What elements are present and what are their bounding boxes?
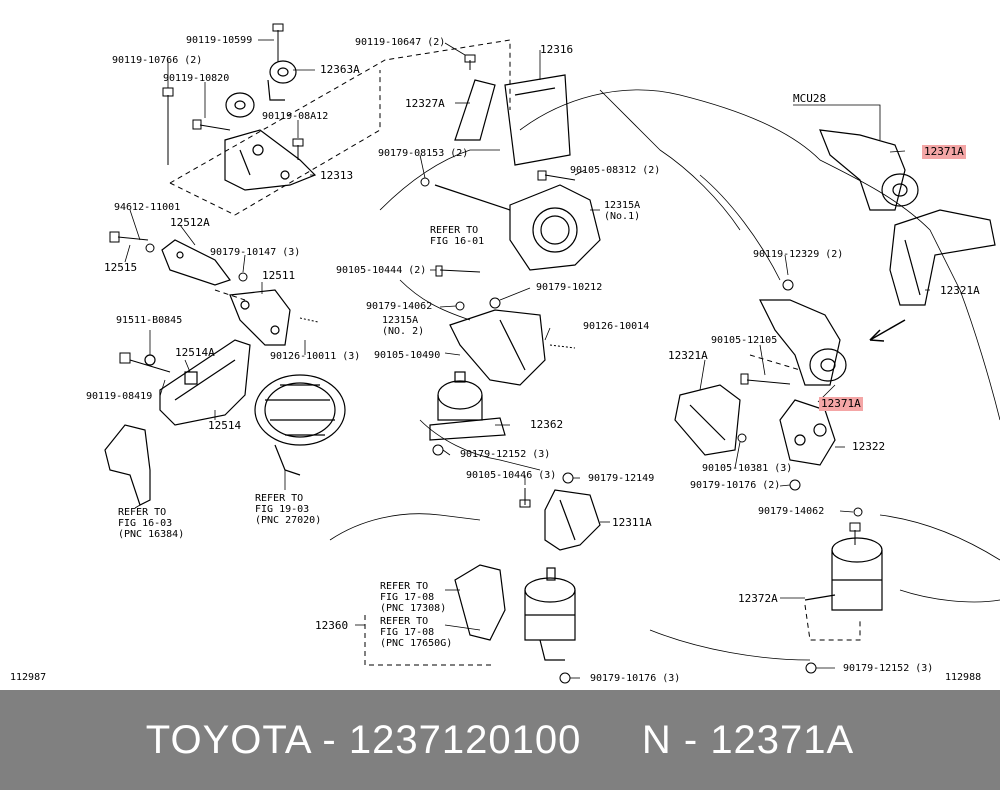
label-90179-08153: 90179-08153 (2) <box>378 148 469 159</box>
figure-id-right: 112988 <box>945 672 982 683</box>
label-94612-11001: 94612-11001 <box>114 202 181 213</box>
label-90105-10490: 90105-10490 <box>374 350 441 361</box>
label-12511: 12511 <box>262 269 296 282</box>
bolts <box>109 23 861 545</box>
label-90119-12329: 90119-12329 (2) <box>753 249 844 260</box>
label-refer-fig19-03: REFER TO FIG 19-03 (PNC 27020) <box>255 493 322 526</box>
mount-12360 <box>454 564 576 661</box>
label-12322: 12322 <box>852 440 886 453</box>
label-12360: 12360 <box>315 619 349 632</box>
bracket-12512A <box>161 239 231 286</box>
label-90105-10444: 90105-10444 (2) <box>336 265 427 276</box>
label-12514: 12514 <box>208 419 242 432</box>
label-12315A-no1: 12315A (No.1) <box>604 200 641 222</box>
alternator <box>254 374 346 476</box>
label-90105-10446: 90105-10446 (3) <box>466 470 557 481</box>
bracket-12321A-right <box>889 209 996 306</box>
label-90126-10014: 90126-10014 <box>583 321 650 332</box>
label-12371A-mid: 12371A <box>819 397 863 411</box>
mount-12362 <box>429 371 506 441</box>
label-90119-08419: 90119-08419 <box>86 391 153 402</box>
label-90179-12152-a: 90179-12152 (3) <box>460 449 551 460</box>
bracket-12313 <box>224 129 317 191</box>
bushing-12363A <box>225 60 297 118</box>
bracket-12311A <box>544 489 601 551</box>
label-12514A: 12514A <box>175 346 215 359</box>
label-90105-12105: 90105-12105 <box>711 335 778 346</box>
label-90119-10820: 90119-10820 <box>163 73 230 84</box>
label-12315A-no2: 12315A (NO. 2) <box>382 315 425 337</box>
label-90179-12149: 90179-12149 <box>588 473 655 484</box>
label-12362: 12362 <box>530 418 564 431</box>
label-12371A-top: 12371A <box>922 145 966 159</box>
engine-outline <box>329 89 1000 661</box>
label-12372A: 12372A <box>738 592 778 605</box>
stay-12327A <box>454 79 496 141</box>
label-12321A-left: 12321A <box>668 349 708 362</box>
label-90105-08312: 90105-08312 (2) <box>570 165 661 176</box>
bracket-12322 <box>779 399 836 466</box>
label-91511-B0845: 91511-B0845 <box>116 315 183 326</box>
bracket-12315A-no1 <box>434 184 601 271</box>
label-12327A: 12327A <box>405 97 445 110</box>
bracket-12321A-left <box>674 384 741 456</box>
footer-banner: TOYOTA - 1237120100 N - 12371A <box>0 690 1000 790</box>
label-90179-10212: 90179-10212 <box>536 282 603 293</box>
label-12313: 12313 <box>320 169 354 182</box>
bracket-12315A-no2 <box>449 309 546 386</box>
label-90119-08A12: 90119-08A12 <box>262 111 329 122</box>
label-90105-10381: 90105-10381 (3) <box>702 463 793 474</box>
arrow <box>869 319 906 342</box>
label-12311A: 12311A <box>612 516 652 529</box>
label-12316: 12316 <box>540 43 574 56</box>
label-90179-12152-b: 90179-12152 (3) <box>843 663 934 674</box>
label-90126-10011: 90126-10011 (3) <box>270 351 361 362</box>
label-90179-10147: 90179-10147 (3) <box>210 247 301 258</box>
leader-lines <box>124 39 930 679</box>
label-90119-10599: 90119-10599 <box>186 35 253 46</box>
label-90179-14062-b: 90179-14062 <box>758 506 825 517</box>
bracket-12511 <box>229 289 291 346</box>
label-refer-fig16-03: REFER TO FIG 16-03 (PNC 16384) <box>118 507 185 540</box>
label-refer-fig16-01: REFER TO FIG 16-01 <box>430 225 485 247</box>
group-outlines <box>169 39 861 666</box>
bracket-lower-left <box>104 424 151 506</box>
label-12515: 12515 <box>104 261 138 274</box>
label-90179-10176-a: 90179-10176 (3) <box>590 673 681 684</box>
diagram-drawing <box>104 23 1000 684</box>
label-12512A: 12512A <box>170 216 210 229</box>
label-mcu28: MCU28 <box>793 92 827 105</box>
label-90119-10766: 90119-10766 (2) <box>112 55 203 66</box>
mount-12371A-top <box>819 129 919 211</box>
label-12363A: 12363A <box>320 63 360 76</box>
label-90179-10176-b: 90179-10176 (2) <box>690 480 781 491</box>
label-12321A-right: 12321A <box>940 284 980 297</box>
label-refer-fig17-08-a: REFER TO FIG 17-08 (PNC 17308) <box>380 581 447 614</box>
mount-12372A <box>804 537 883 611</box>
parts-diagram: 90119-10599 90119-10766 (2) 90119-10820 … <box>10 23 1000 684</box>
part-number-caption: TOYOTA - 1237120100 N - 12371A <box>145 718 855 762</box>
mount-12371A-mid <box>759 299 847 386</box>
label-refer-fig17-08-b: REFER TO FIG 17-08 (PNC 17650G) <box>380 616 453 649</box>
figure-id-left: 112987 <box>10 672 47 683</box>
label-90119-10647: 90119-10647 (2) <box>355 37 446 48</box>
label-90179-14062-a: 90179-14062 <box>366 301 433 312</box>
plate-12316 <box>504 74 571 166</box>
